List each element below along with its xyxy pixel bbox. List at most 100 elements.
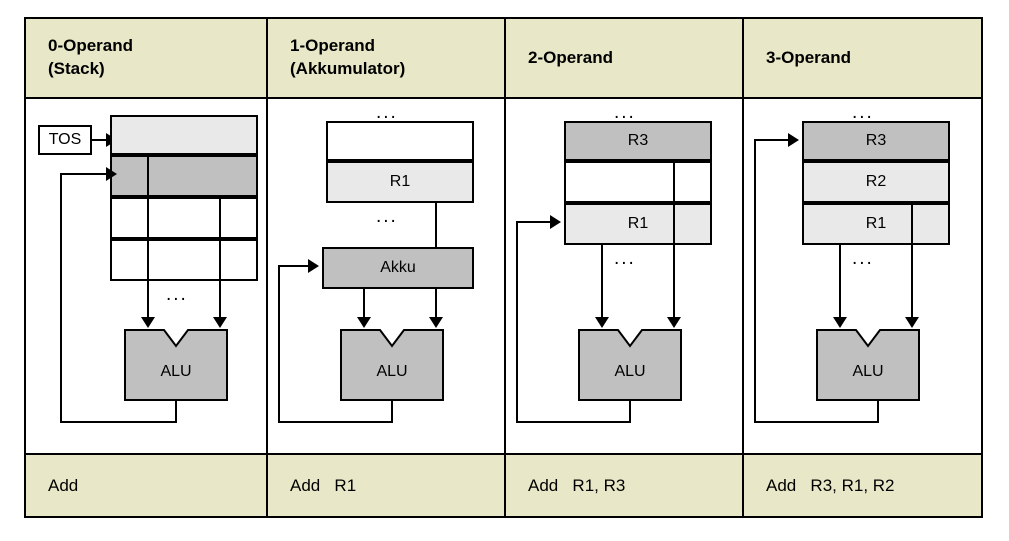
alu-label: ALU xyxy=(614,363,646,380)
ellipsis-top: ... xyxy=(376,102,398,123)
alu-block: ALU xyxy=(124,329,228,401)
alu-block: ALU xyxy=(578,329,682,401)
header-cell-three-operand: 3-Operand xyxy=(742,19,981,97)
register-cell-r1: R1 xyxy=(564,203,712,245)
register-label-r2: R2 xyxy=(865,173,887,190)
feedback-arrowhead-icon xyxy=(550,215,561,229)
ellipsis-bottom: ... xyxy=(852,248,874,269)
register-cell-0 xyxy=(326,121,474,161)
feedback-line-bottom xyxy=(278,421,393,423)
instruction-cell-one-operand: Add R1 xyxy=(266,455,504,516)
accumulator-label: Akku xyxy=(380,259,416,276)
register-cell-r2: R2 xyxy=(802,161,950,203)
feedback-line-bottom xyxy=(754,421,879,423)
header-title-one-operand: 1-Operand (Akkumulator) xyxy=(290,35,405,81)
ellipsis-stack: ... xyxy=(166,284,188,305)
ellipsis-top: ... xyxy=(852,102,874,123)
operand-line-right xyxy=(673,245,675,319)
alu-block: ALU xyxy=(340,329,444,401)
diagram-cell-one-operand: ... R1 ... Akku xyxy=(266,99,504,453)
header-cell-two-operand: 2-Operand xyxy=(504,19,742,97)
operand-arrowhead-left-icon xyxy=(141,317,155,328)
instruction-cell-zero-operand: Add xyxy=(26,455,266,516)
header-line2: (Stack) xyxy=(48,59,105,78)
operand-arrowhead-left-icon xyxy=(595,317,609,328)
register-cell-r3: R3 xyxy=(802,121,950,161)
stack-cell-1 xyxy=(110,155,258,197)
diagram-cell-zero-operand: TOS xyxy=(26,99,266,453)
header-cell-one-operand: 1-Operand (Akkumulator) xyxy=(266,19,504,97)
feedback-line-up xyxy=(278,265,280,423)
instruction-text: Add R1 xyxy=(290,475,357,495)
accumulator-block: Akku xyxy=(322,247,474,289)
header-line1: 1-Operand xyxy=(290,36,376,56)
register-divider xyxy=(911,203,913,245)
operand-arrowhead-right-icon xyxy=(667,317,681,328)
instruction-cell-three-operand: Add R3, R1, R2 xyxy=(742,455,981,516)
ellipsis-middle: ... xyxy=(376,206,398,227)
register-label-r1: R1 xyxy=(865,215,887,232)
header-line1: 3-Operand xyxy=(766,47,852,67)
feedback-arrowhead-icon xyxy=(788,133,799,147)
feedback-arrowhead-icon xyxy=(106,167,117,181)
operand-comparison-table: 0-Operand (Stack) 1-Operand (Akkumulator… xyxy=(24,17,983,518)
header-title-three-operand: 3-Operand xyxy=(766,47,851,70)
tos-pointer-box: TOS xyxy=(38,125,92,155)
feedback-line-bottom xyxy=(516,421,631,423)
feedback-line-down xyxy=(629,399,631,423)
feedback-line-up xyxy=(754,139,756,423)
instruction-text: Add R3, R1, R2 xyxy=(766,475,895,495)
table-footer-row: Add Add R1 Add R1, R3 Add R3, R1, R2 xyxy=(26,453,981,516)
register-label-r1: R1 xyxy=(389,173,411,190)
feedback-line-up xyxy=(516,221,518,423)
feedback-line-top xyxy=(278,265,310,267)
instruction-text: Add xyxy=(48,475,79,495)
alu-block: ALU xyxy=(816,329,920,401)
header-line1: 2-Operand xyxy=(528,47,614,67)
feedback-line-bottom xyxy=(60,421,177,423)
tos-arrow-shaft xyxy=(92,139,108,141)
stack-cell-3 xyxy=(110,239,258,281)
header-line2: (Akkumulator) xyxy=(290,59,406,78)
operand-arrowhead-right-icon xyxy=(213,317,227,328)
operand-arrowhead-right-icon xyxy=(905,317,919,328)
register-divider xyxy=(673,161,675,245)
stack-divider-left xyxy=(147,157,149,281)
feedback-line-top xyxy=(516,221,552,223)
feedback-line-down xyxy=(391,399,393,423)
register-cell-r1: R1 xyxy=(326,161,474,203)
tos-label: TOS xyxy=(48,131,82,148)
feedback-arrowhead-icon xyxy=(308,259,319,273)
feedback-line-top xyxy=(60,173,108,175)
header-title-zero-operand: 0-Operand (Stack) xyxy=(48,35,133,81)
feedback-line-top xyxy=(754,139,790,141)
header-cell-zero-operand: 0-Operand (Stack) xyxy=(26,19,266,97)
diagram-cell-three-operand: ... R3 R2 R1 ... xyxy=(742,99,981,453)
operand-arrowhead-left-icon xyxy=(357,317,371,328)
feedback-line-down xyxy=(877,399,879,423)
operand-arrowhead-left-icon xyxy=(833,317,847,328)
register-label-r1: R1 xyxy=(627,215,649,232)
alu-label: ALU xyxy=(160,363,192,380)
operand-line-left xyxy=(363,289,365,319)
operand-line-right xyxy=(219,281,221,319)
table-body-row: TOS xyxy=(26,99,981,453)
header-title-two-operand: 2-Operand xyxy=(528,47,613,70)
register-label-r3: R3 xyxy=(627,132,649,149)
diagram-cell-two-operand: ... R3 R1 ... xyxy=(504,99,742,453)
stack-cell-2 xyxy=(110,197,258,239)
alu-label: ALU xyxy=(852,363,884,380)
register-cell-r1: R1 xyxy=(802,203,950,245)
stack-divider-right xyxy=(219,197,221,281)
register-cell-r3: R3 xyxy=(564,121,712,161)
operand-line-left xyxy=(147,281,149,319)
instruction-text: Add R1, R3 xyxy=(528,475,626,495)
stack-cell-0 xyxy=(110,115,258,155)
operand-line-right xyxy=(911,245,913,319)
feedback-line-up xyxy=(60,173,62,423)
ellipsis-top: ... xyxy=(614,102,636,123)
alu-label: ALU xyxy=(376,363,408,380)
ellipsis-bottom: ... xyxy=(614,248,636,269)
operand-line-left xyxy=(839,245,841,319)
